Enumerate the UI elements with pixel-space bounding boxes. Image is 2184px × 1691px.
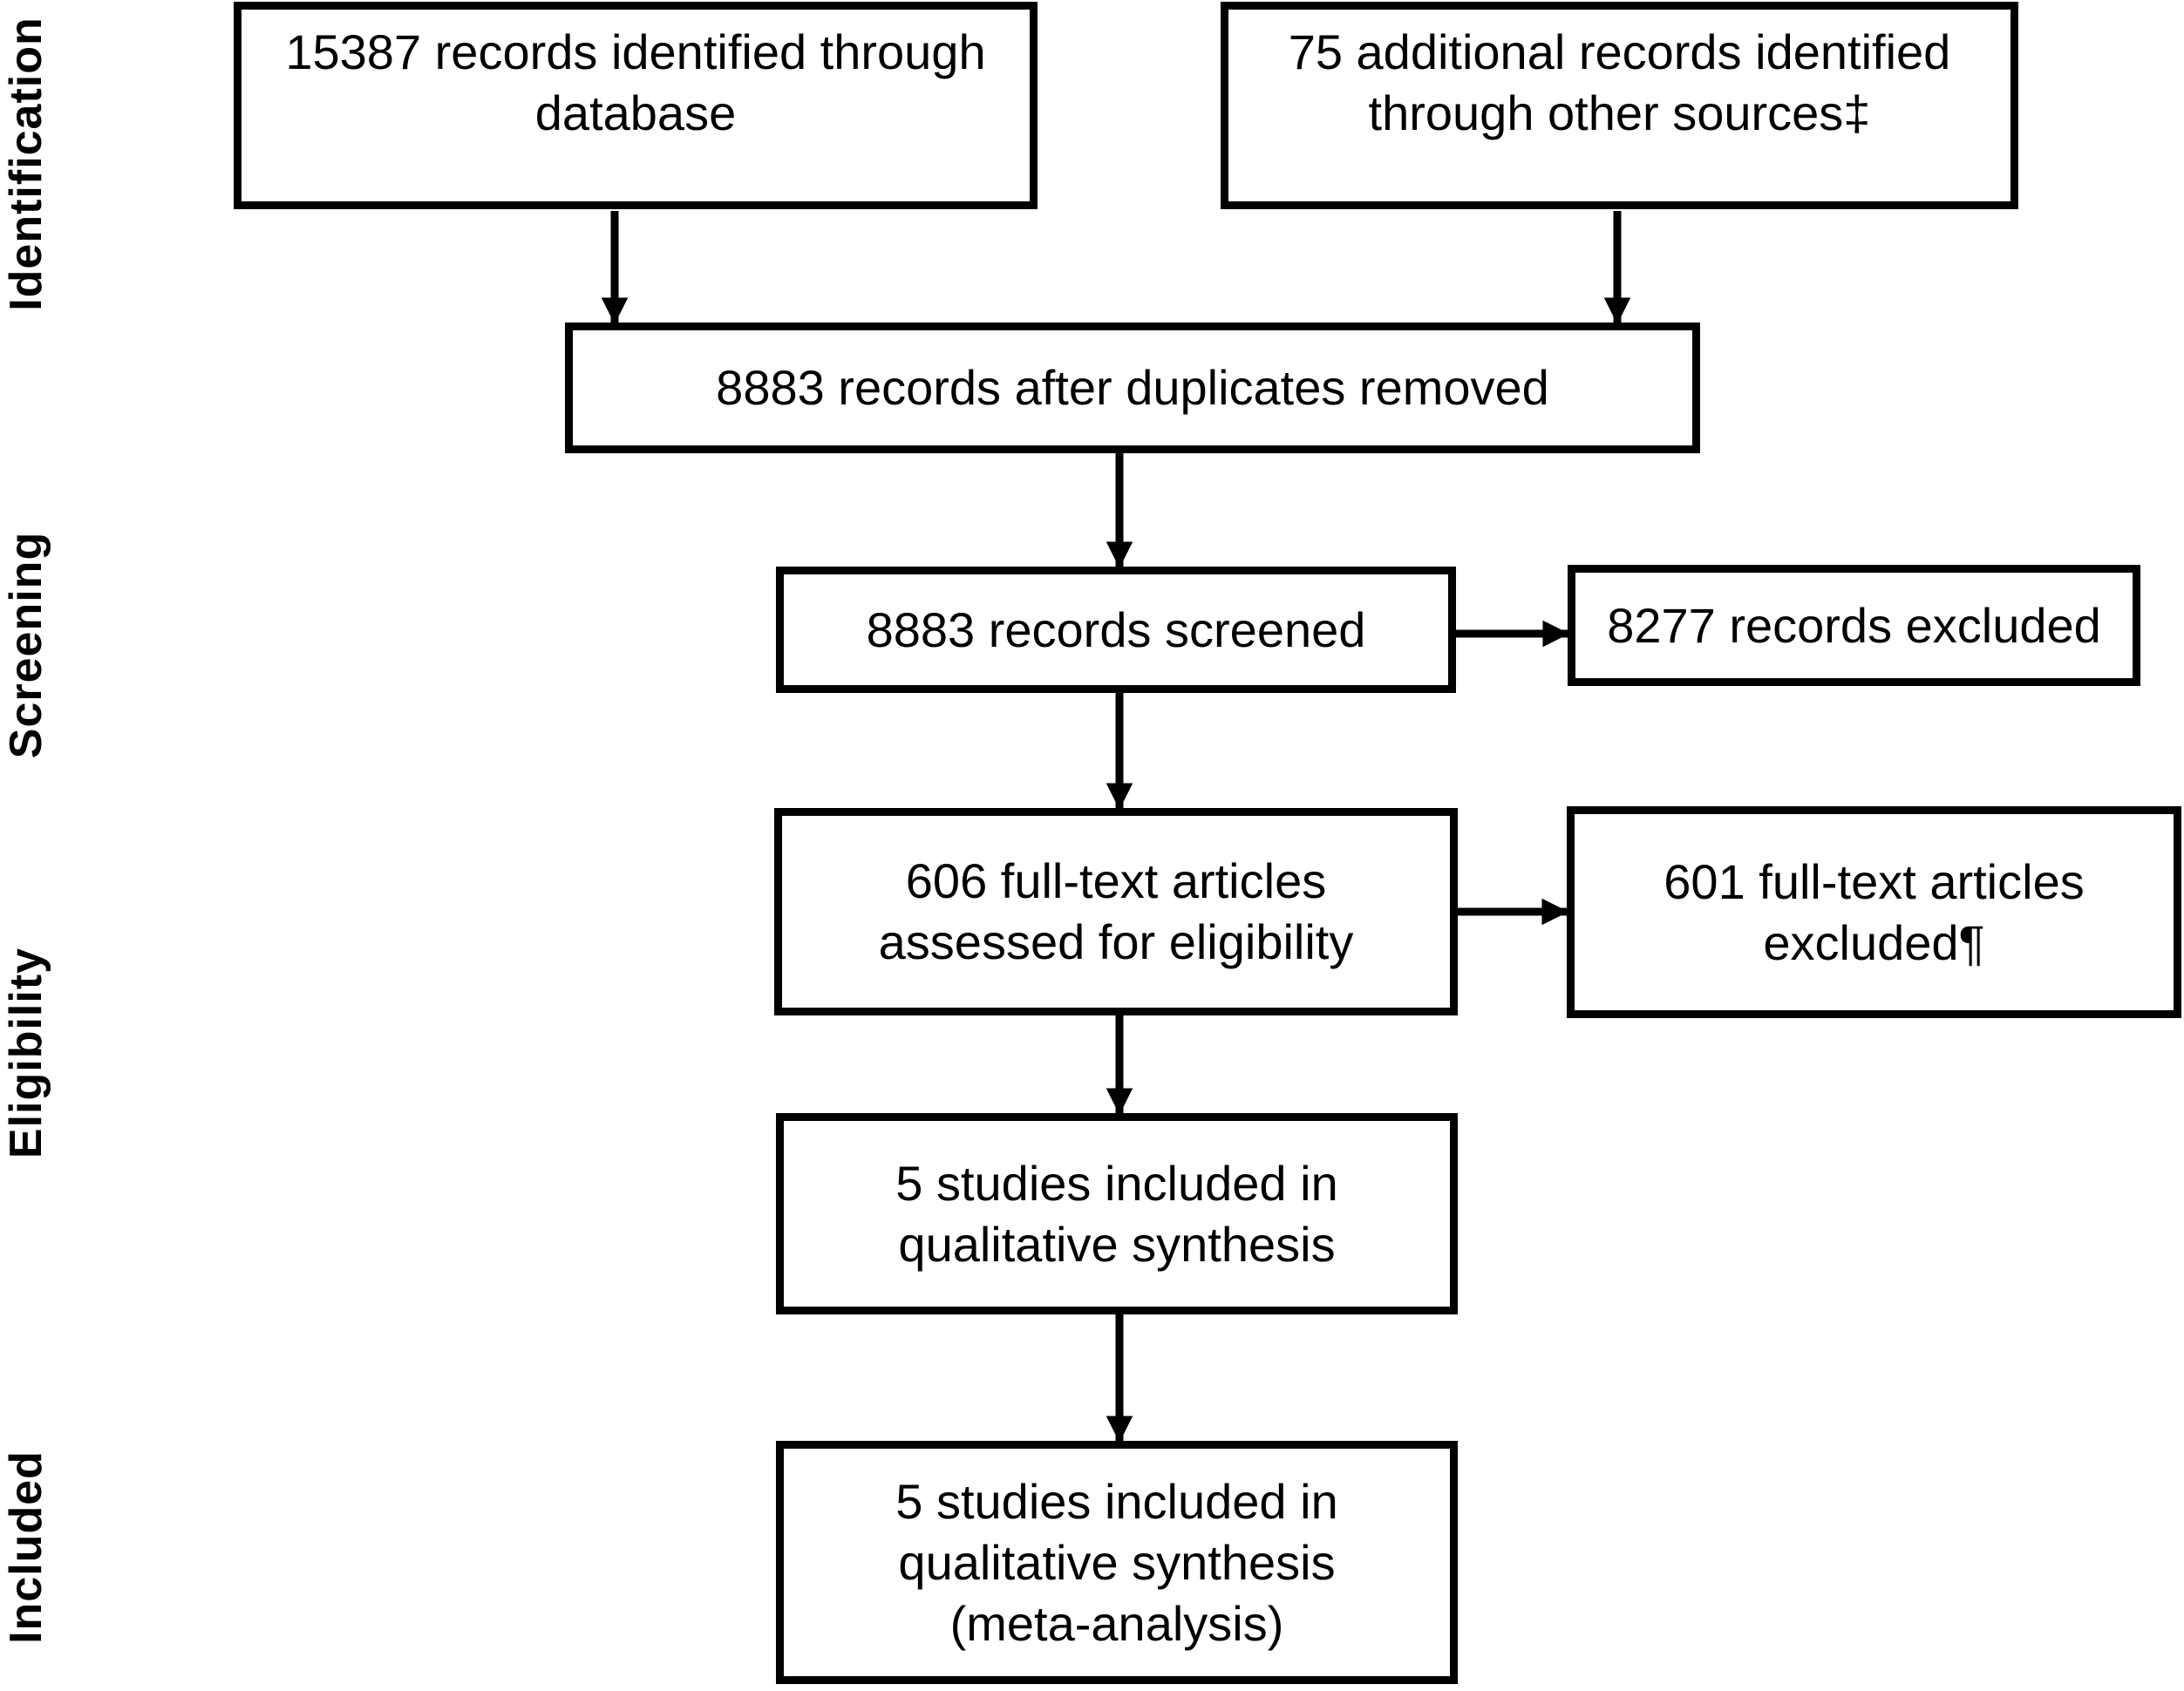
box-text-line: 601 full-text articles: [1664, 853, 2085, 909]
box-text-line: 15387 records identified through: [285, 24, 986, 79]
box-text-line: database: [534, 85, 737, 140]
stage-label-included: Included: [1, 1450, 51, 1644]
stage-label-screening: Screening: [1, 531, 51, 759]
box-text-line: 5 studies included in: [895, 1155, 1338, 1211]
box-text-line: 75 additional records identified: [1288, 24, 1951, 79]
box-text-line: 606 full-text articles: [905, 853, 1327, 908]
stage-label-identification: Identification: [1, 17, 51, 311]
box-text-line: assessed for eligibility: [878, 914, 1354, 969]
box-records-identified-other-sources: 75 additional records identified through…: [1221, 2, 2018, 209]
box-records-identified-database: 15387 records identified through databas…: [234, 2, 1038, 209]
box-text-line: 5 studies included in: [895, 1473, 1338, 1529]
stage-label-eligibility: Eligibility: [1, 947, 51, 1159]
box-fulltext-assessed-eligibility: 606 full-text articles assessed for elig…: [774, 808, 1458, 1015]
box-records-screened: 8883 records screened: [776, 567, 1456, 693]
box-text-line: (meta-analysis): [949, 1595, 1284, 1651]
box-records-after-duplicates-removed: 8883 records after duplicates removed: [565, 323, 1700, 453]
box-text-line: qualitative synthesis: [898, 1534, 1336, 1590]
box-fulltext-excluded: 601 full-text articles excluded¶: [1567, 806, 2181, 1018]
box-qualitative-synthesis: 5 studies included in qualitative synthe…: [776, 1113, 1458, 1314]
box-text-line: 8883 records screened: [866, 601, 1366, 657]
box-meta-analysis: 5 studies included in qualitative synthe…: [776, 1441, 1458, 1684]
box-text-line: 8277 records excluded: [1607, 597, 2101, 653]
box-text-line: qualitative synthesis: [898, 1216, 1336, 1272]
box-text-line: 8883 records after duplicates removed: [716, 360, 1549, 415]
box-records-excluded: 8277 records excluded: [1568, 565, 2140, 686]
box-text-line: excluded¶: [1763, 914, 1985, 970]
box-text-line: through other sources‡: [1368, 85, 1871, 140]
